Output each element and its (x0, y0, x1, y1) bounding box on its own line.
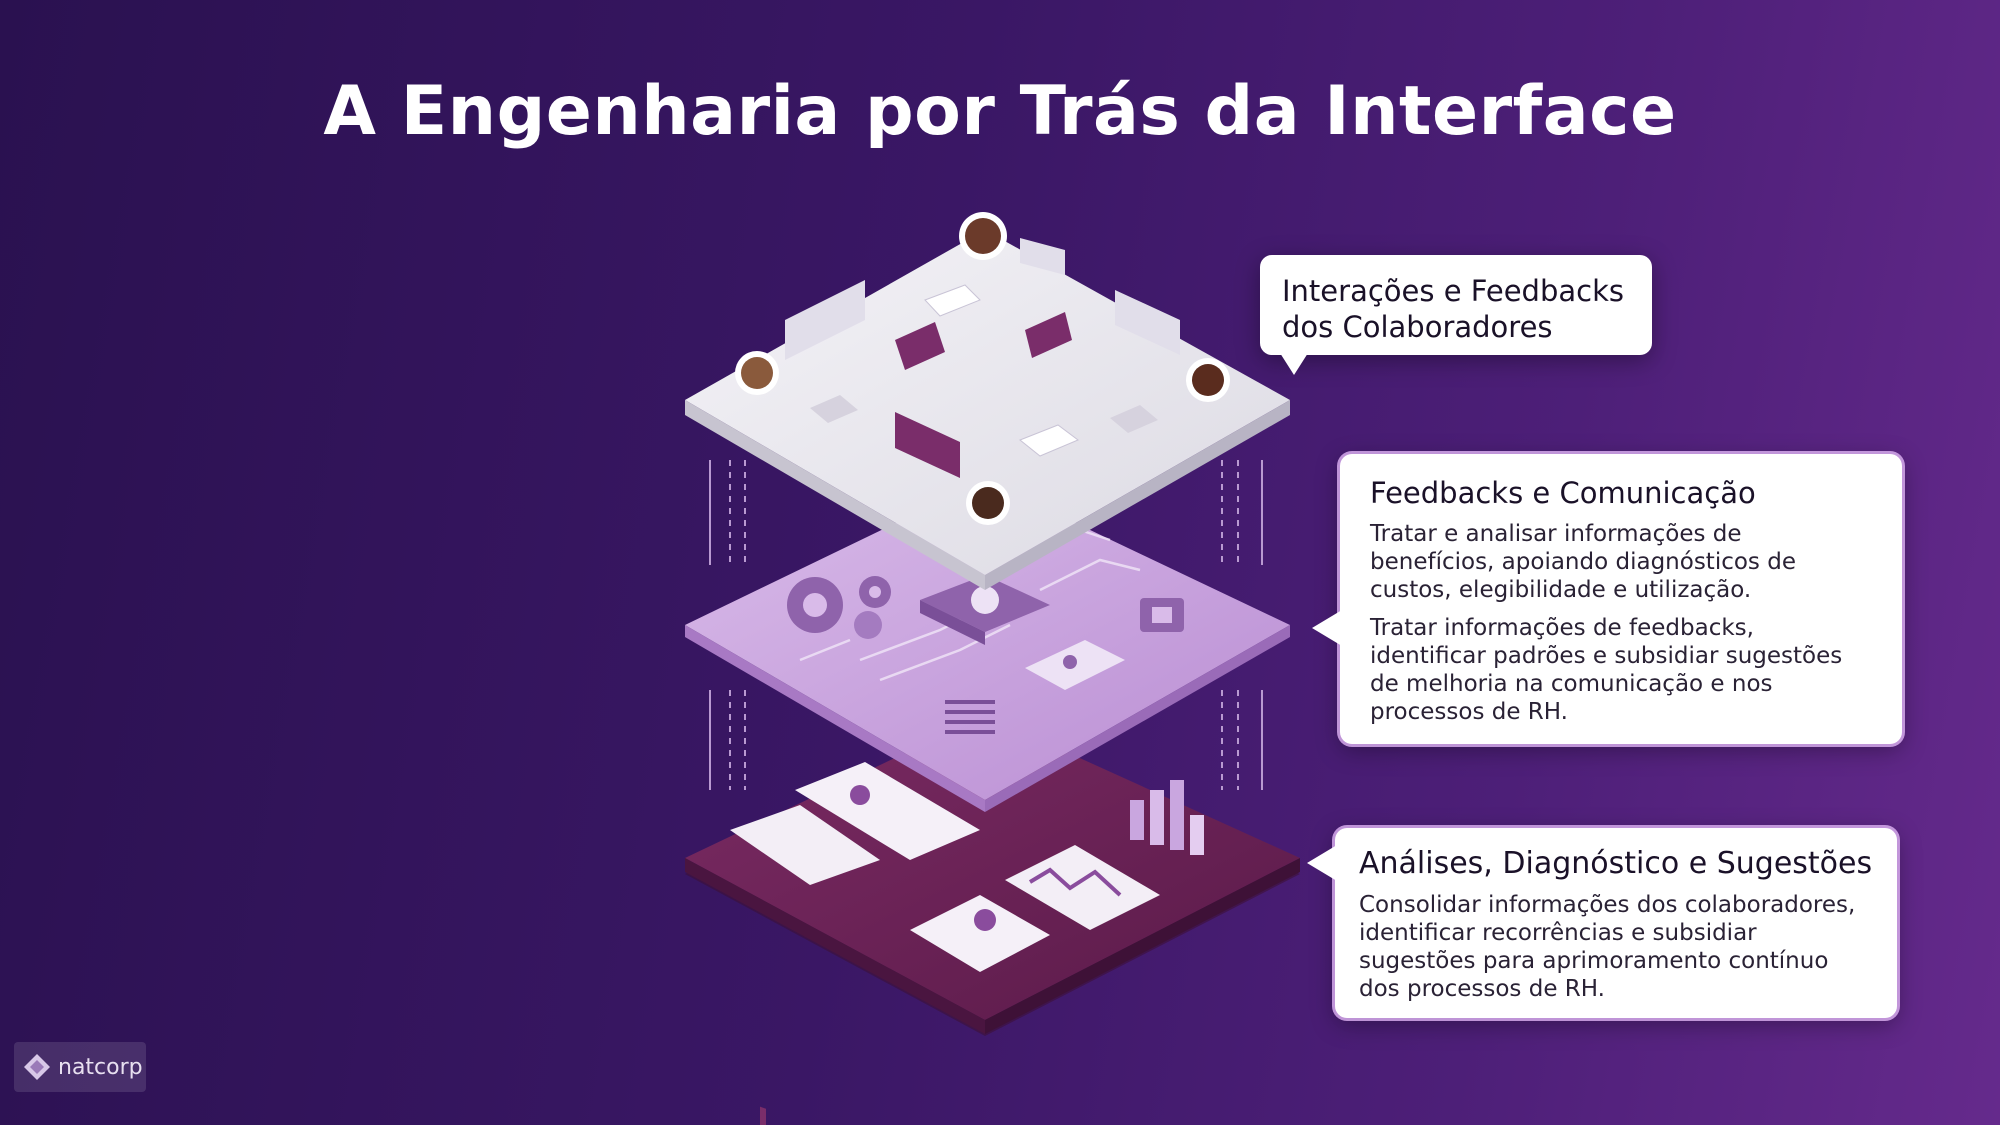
callout-analises: Análises, Diagnóstico e Sugestões Consol… (1335, 828, 1897, 1018)
message-card-icon (785, 238, 1180, 360)
connector-lines-lower (709, 690, 1263, 790)
callout-interacoes-heading-line2: dos Colaboradores (1282, 310, 1553, 344)
logo-text: natcorp (58, 1054, 143, 1080)
callout-interacoes: Interações e Feedbacks dos Colaboradores (1260, 255, 1652, 355)
callout-feedbacks-para2: Tratar informações de feedbacks, identif… (1370, 615, 1843, 725)
callout-feedbacks-heading: Feedbacks e Comunicação (1370, 476, 1756, 510)
user-card-icon (810, 395, 1158, 433)
processor-gear-icon (920, 575, 1050, 645)
report-card-icon (795, 762, 980, 860)
top-layer-interactions (685, 212, 1290, 590)
callout-feedbacks: Feedbacks e Comunicação Tratar e analisa… (1340, 454, 1902, 744)
middle-layer-processing (685, 480, 1290, 812)
bar-chart-3d-icon (1130, 780, 1204, 855)
callout-analises-para: Consolidar informações dos colaboradores… (1359, 892, 1856, 1002)
bottom-layer-analytics (685, 715, 1300, 1125)
callout-analises-tail (1307, 845, 1337, 881)
pie-chart-card-icon (910, 895, 1050, 972)
data-table-icon (945, 700, 995, 734)
callout-feedbacks-tail (1312, 610, 1342, 646)
profile-card-icon (1025, 640, 1125, 690)
diamond-logo-icon (24, 1054, 50, 1080)
natcorp-logo: natcorp (14, 1042, 146, 1092)
callout-feedbacks-para1: Tratar e analisar informações de benefíc… (1370, 521, 1796, 603)
page-title: A Engenharia por Trás da Interface (323, 72, 1677, 151)
avatar-icon (735, 212, 1230, 525)
connector-lines-upper (709, 460, 1263, 565)
gears-icon (787, 576, 891, 639)
callout-analises-heading: Análises, Diagnóstico e Sugestões (1359, 846, 1873, 881)
chip-icon (1140, 598, 1184, 632)
callout-interacoes-heading-line1: Interações e Feedbacks (1282, 274, 1624, 308)
speech-bubble-icon (895, 284, 1079, 478)
line-chart-card-icon (1005, 845, 1160, 930)
callout-interacoes-tail (1280, 353, 1308, 375)
